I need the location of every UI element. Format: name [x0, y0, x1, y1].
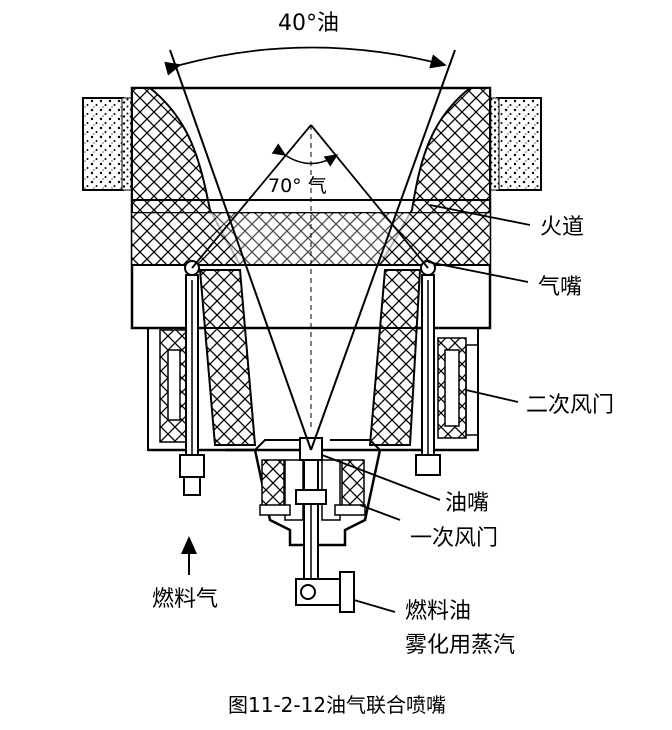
- oil-spray-cone: [164, 46, 456, 451]
- label-secondary-damper: 二次风门: [526, 393, 614, 418]
- gas-nozzle-right: [415, 260, 441, 476]
- gas-spray-cone: [191, 124, 429, 430]
- label-fuel-oil: 燃料油: [405, 599, 471, 624]
- gas-angle-label: 70° 气: [268, 175, 327, 197]
- leader-lines: [181, 204, 531, 613]
- label-gas-nozzle: 气嘴: [538, 275, 582, 300]
- label-atomizing-steam: 雾化用蒸汽: [405, 633, 515, 658]
- label-fire-channel: 火道: [540, 215, 584, 240]
- furnace-wall: [82, 97, 542, 191]
- label-oil-nozzle: 油嘴: [445, 491, 489, 516]
- secondary-damper-housing: [147, 327, 479, 452]
- label-fuel-gas: 燃料气: [152, 587, 218, 612]
- label-primary-damper: 一次风门: [410, 526, 498, 551]
- oil-angle-label: 40°油: [278, 11, 339, 36]
- lower-cone: [198, 269, 422, 446]
- figure-caption: 图11-2-12油气联合喷嘴: [228, 693, 446, 717]
